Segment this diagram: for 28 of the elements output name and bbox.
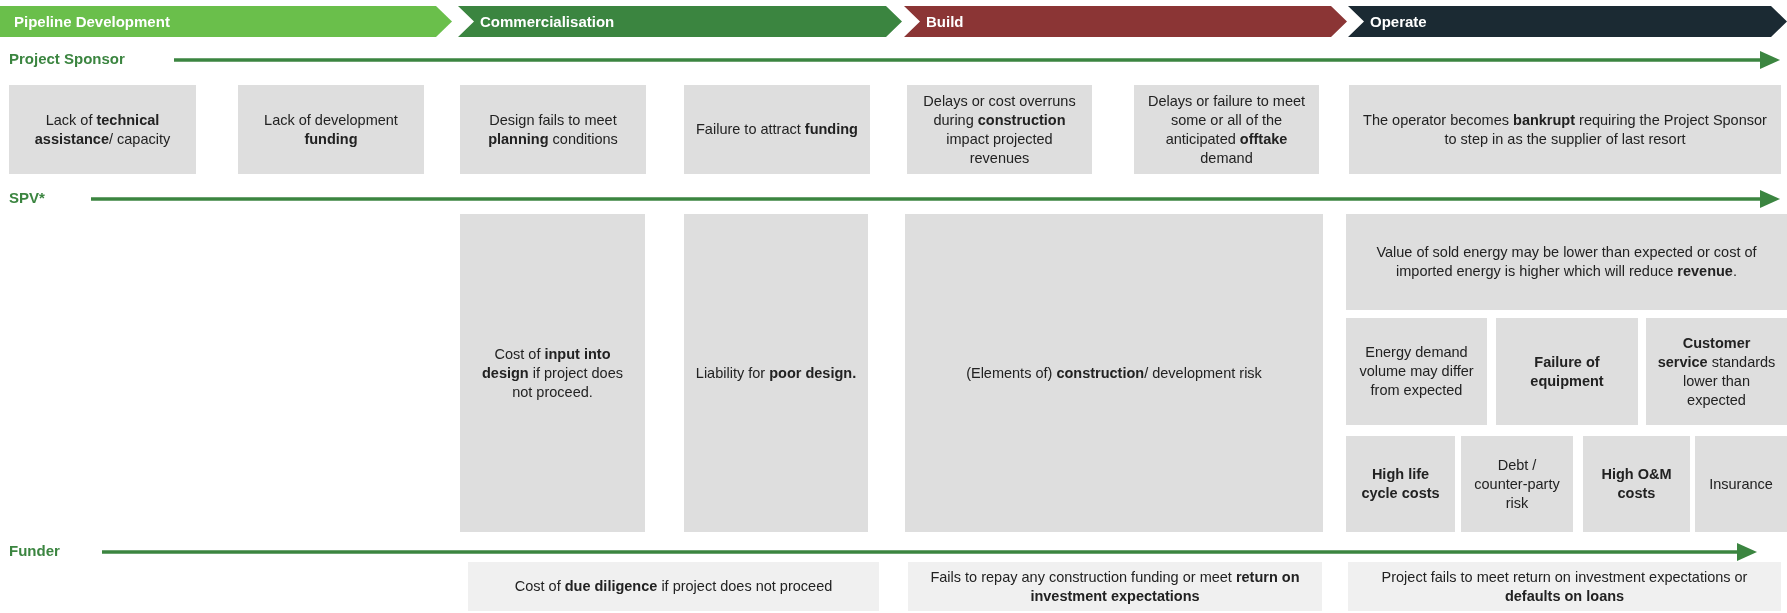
risk-box: Cost of due diligence if project does not proceed xyxy=(468,562,879,611)
risk-box: Insurance xyxy=(1695,436,1787,532)
risk-box: Failure to attract funding xyxy=(684,85,870,174)
risk-box: High O&M costs xyxy=(1583,436,1690,532)
risk-box: Liability for poor design. xyxy=(684,214,868,532)
phase-banner: Operate xyxy=(1348,6,1787,37)
row-label: SPV* xyxy=(9,189,45,206)
risk-box: Failure of equipment xyxy=(1496,318,1638,425)
risk-box: Lack of development funding xyxy=(238,85,424,174)
phase-banner: Pipeline Development xyxy=(0,6,452,37)
row-label: Project Sponsor xyxy=(9,50,125,67)
row-label: Funder xyxy=(9,542,60,559)
risk-box: Cost of input into design if project does not proceed. xyxy=(460,214,645,532)
risk-box: Delays or cost overruns during construction impact projected revenues xyxy=(907,85,1092,174)
risk-box: (Elements of) construction/ development risk xyxy=(905,214,1323,532)
risk-box: The operator becomes bankrupt requiring the Project Sponsor to step in as the supplier of last resort xyxy=(1349,85,1781,174)
risk-box: Delays or failure to meet some or all of the anticipated offtake demand xyxy=(1134,85,1319,174)
risk-box: Design fails to meet planning conditions xyxy=(460,85,646,174)
risk-box: Fails to repay any construction funding or meet return on investment expectations xyxy=(908,562,1322,611)
risk-box: High life cycle costs xyxy=(1346,436,1455,532)
risk-box: Project fails to meet return on investment expectations or defaults on loans xyxy=(1348,562,1781,611)
risk-box: Energy demand volume may differ from expected xyxy=(1346,318,1487,425)
risk-box: Value of sold energy may be lower than expected or cost of imported energy is higher which will reduce revenue. xyxy=(1346,214,1787,310)
phase-banner: Build xyxy=(904,6,1347,37)
phase-banner: Commercialisation xyxy=(458,6,902,37)
risk-box: Lack of technical assistance/ capacity xyxy=(9,85,196,174)
risk-box: Debt / counter-party risk xyxy=(1461,436,1573,532)
risk-box: Customer service standards lower than expected xyxy=(1646,318,1787,425)
